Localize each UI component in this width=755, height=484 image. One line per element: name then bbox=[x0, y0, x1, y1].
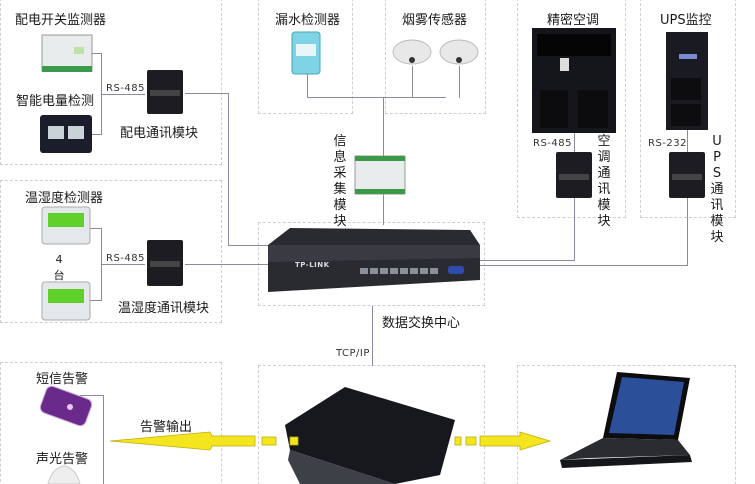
sound-light-alarm-device bbox=[47, 465, 81, 484]
water-detector-device bbox=[291, 31, 321, 75]
info-module-label: 信息采集模块 bbox=[333, 134, 347, 229]
ups-bus-label: RS-232 bbox=[648, 138, 687, 149]
ac-uplink-line bbox=[574, 198, 575, 261]
temp-count-label: 4台 bbox=[53, 253, 65, 282]
smoke-detector-device bbox=[392, 39, 432, 65]
switch-center-label: 数据交换中心 bbox=[382, 316, 461, 331]
power-uplink-line bbox=[228, 245, 270, 246]
ups-group-box bbox=[640, 0, 736, 218]
tcpip-line bbox=[372, 306, 373, 366]
smoke-group-box bbox=[385, 0, 486, 114]
ups-label: UPS监控 bbox=[660, 13, 712, 28]
ac-module-label: 空调通讯模块 bbox=[597, 134, 611, 229]
temp-bus-line bbox=[90, 300, 102, 301]
ups-uplink-line bbox=[687, 198, 688, 266]
alarm-bus-line bbox=[80, 395, 104, 396]
temp-bus-line bbox=[101, 264, 145, 265]
meter-label: 智能电量检测 bbox=[16, 94, 95, 109]
power-converter-device bbox=[147, 70, 183, 114]
temp-sensor-device bbox=[41, 281, 91, 321]
ups-line bbox=[687, 130, 688, 153]
power-bus-line bbox=[92, 53, 102, 54]
server-device bbox=[285, 387, 455, 484]
laptop-device bbox=[560, 372, 692, 468]
power-uplink-line bbox=[228, 93, 229, 246]
sound-light-alarm-label: 声光告警 bbox=[36, 452, 89, 467]
power-module-label: 配电通讯模块 bbox=[120, 126, 199, 141]
power-bus-line bbox=[92, 134, 102, 135]
info-collector-device bbox=[354, 155, 406, 195]
switch-monitor-label: 配电开关监测器 bbox=[15, 13, 107, 28]
temp-group-box bbox=[0, 180, 222, 323]
water-line bbox=[307, 74, 308, 98]
tcpip-label: TCP/IP bbox=[336, 348, 370, 359]
sms-phone-device bbox=[39, 385, 93, 427]
ups-uplink-line bbox=[478, 265, 688, 266]
temp-sensor-label: 温湿度检测器 bbox=[25, 191, 104, 206]
ac-group-box bbox=[517, 0, 626, 218]
ups-converter-device bbox=[669, 152, 705, 198]
smoke-line bbox=[459, 66, 460, 98]
switch-brand-label: TP-LINK bbox=[295, 261, 330, 269]
precision-ac-device bbox=[532, 28, 616, 133]
power-meter-device bbox=[40, 115, 92, 153]
temp-sensor-device bbox=[41, 206, 91, 245]
alarm-output-arrow bbox=[109, 431, 299, 451]
alarm-output-label: 告警输出 bbox=[140, 420, 193, 435]
ups-module-label: UPS通讯模块 bbox=[710, 134, 724, 245]
smoke-line bbox=[412, 66, 413, 98]
water-detector-label: 漏水检测器 bbox=[275, 13, 341, 28]
ac-line bbox=[574, 133, 575, 153]
water-group-box bbox=[258, 0, 353, 114]
smoke-detector-device bbox=[439, 39, 479, 65]
temp-bus-line bbox=[90, 228, 102, 229]
temp-bus-label: RS-485 bbox=[106, 253, 145, 264]
network-switch-device bbox=[268, 228, 480, 292]
power-uplink-line bbox=[185, 93, 229, 94]
ac-converter-device bbox=[556, 152, 592, 198]
laptop-group-box bbox=[517, 365, 736, 484]
temp-uplink-line bbox=[185, 264, 270, 265]
power-bus-line bbox=[101, 94, 145, 95]
server-group-box bbox=[258, 365, 485, 484]
alarm-bus-line bbox=[103, 395, 104, 484]
power-bus-label: RS-485 bbox=[106, 83, 145, 94]
switch-monitor-device bbox=[41, 34, 93, 72]
ac-bus-label: RS-485 bbox=[533, 138, 572, 149]
ac-uplink-line bbox=[478, 260, 575, 261]
ups-device bbox=[666, 32, 708, 130]
power-group-box bbox=[0, 0, 222, 165]
laptop-link-arrow bbox=[454, 431, 552, 451]
sms-alarm-label: 短信告警 bbox=[36, 372, 89, 387]
temp-module-label: 温湿度通讯模块 bbox=[118, 301, 210, 316]
alarm-group-box bbox=[0, 362, 222, 484]
sensor-bus-line bbox=[307, 97, 446, 98]
temp-converter-device bbox=[147, 240, 183, 286]
smoke-sensor-label: 烟雾传感器 bbox=[402, 13, 468, 28]
ac-label: 精密空调 bbox=[547, 13, 600, 28]
